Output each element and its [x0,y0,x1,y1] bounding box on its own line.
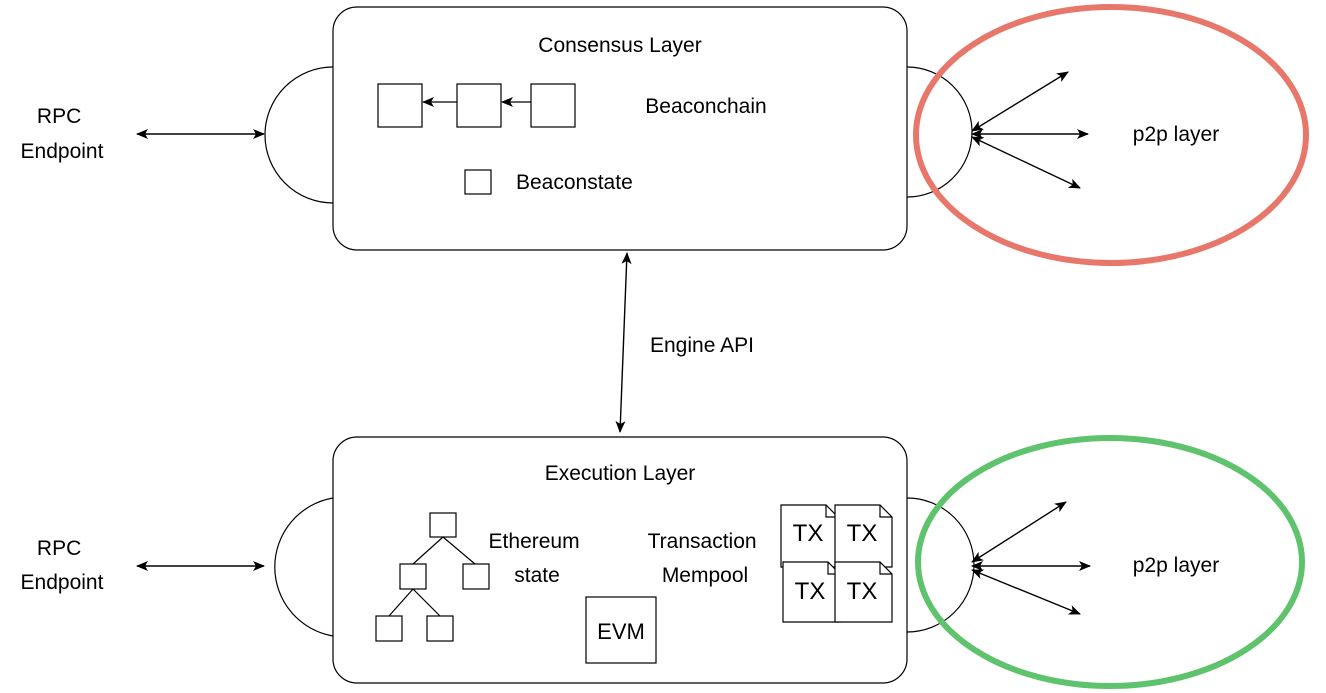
state-label-line: state [514,564,560,587]
state-tree-icon [375,512,490,642]
consensus-layer-title: Consensus Layer [538,34,701,57]
p2p-arrow [971,569,1081,615]
consensus-p2p-label: p2p layer [1133,123,1219,146]
engine-api-arrow [615,252,632,433]
mempool-label-line: Transaction [648,530,757,553]
evm-box [585,596,657,664]
p2p-arrow [971,501,1067,563]
execution-rpc-label: RPC Endpoint [21,537,104,594]
execution-rpc-port [274,497,334,637]
execution-p2p-label: p2p layer [1133,554,1219,577]
p2p-arrow [971,136,1081,189]
execution-p2p-highlight [915,435,1305,689]
tree-node [399,563,427,590]
transaction-mempool-label: Transaction Mempool [648,530,763,587]
beaconstate-label: Beaconstate [516,171,633,194]
tree-node [429,512,457,538]
tx-label: TX [847,578,878,605]
tree-node [462,563,490,590]
state-label-line: Ethereum [489,530,580,553]
rpc-label-line: RPC [37,105,81,128]
consensus-layer: Consensus Layer Beaconchain Beaconstate … [21,4,1309,266]
beaconchain-label: Beaconchain [645,95,766,118]
rpc-label-line: Endpoint [21,571,104,594]
tx-document [834,561,893,623]
p2p-arrow [971,71,1069,132]
beacon-block [456,83,502,128]
beaconstate-icon [464,169,492,195]
tx-document-icons [780,504,893,623]
execution-layer-box [332,436,908,684]
engine-api-label: Engine API [650,334,754,357]
engine-api-connection: Engine API [615,252,754,433]
tx-document [834,504,893,568]
tx-label: TX [793,520,824,547]
rpc-label-line: RPC [37,537,81,560]
consensus-rpc-label: RPC Endpoint [21,105,104,163]
tx-label: TX [847,520,878,547]
consensus-p2p-highlight [913,4,1309,266]
ethereum-state-label: Ethereum state [489,530,586,587]
rpc-label-line: Endpoint [21,140,104,163]
tree-node [375,615,403,642]
beacon-block [530,83,576,128]
execution-layer: Execution Layer Ethereum state Transacti… [21,435,1305,689]
execution-layer-title: Execution Layer [545,462,696,485]
beacon-block [377,83,423,128]
mempool-label-line: Mempool [662,564,748,587]
consensus-rpc-port [264,66,334,204]
tree-node [426,615,454,642]
evm-label: EVM [597,619,645,644]
tx-label: TX [795,578,826,605]
